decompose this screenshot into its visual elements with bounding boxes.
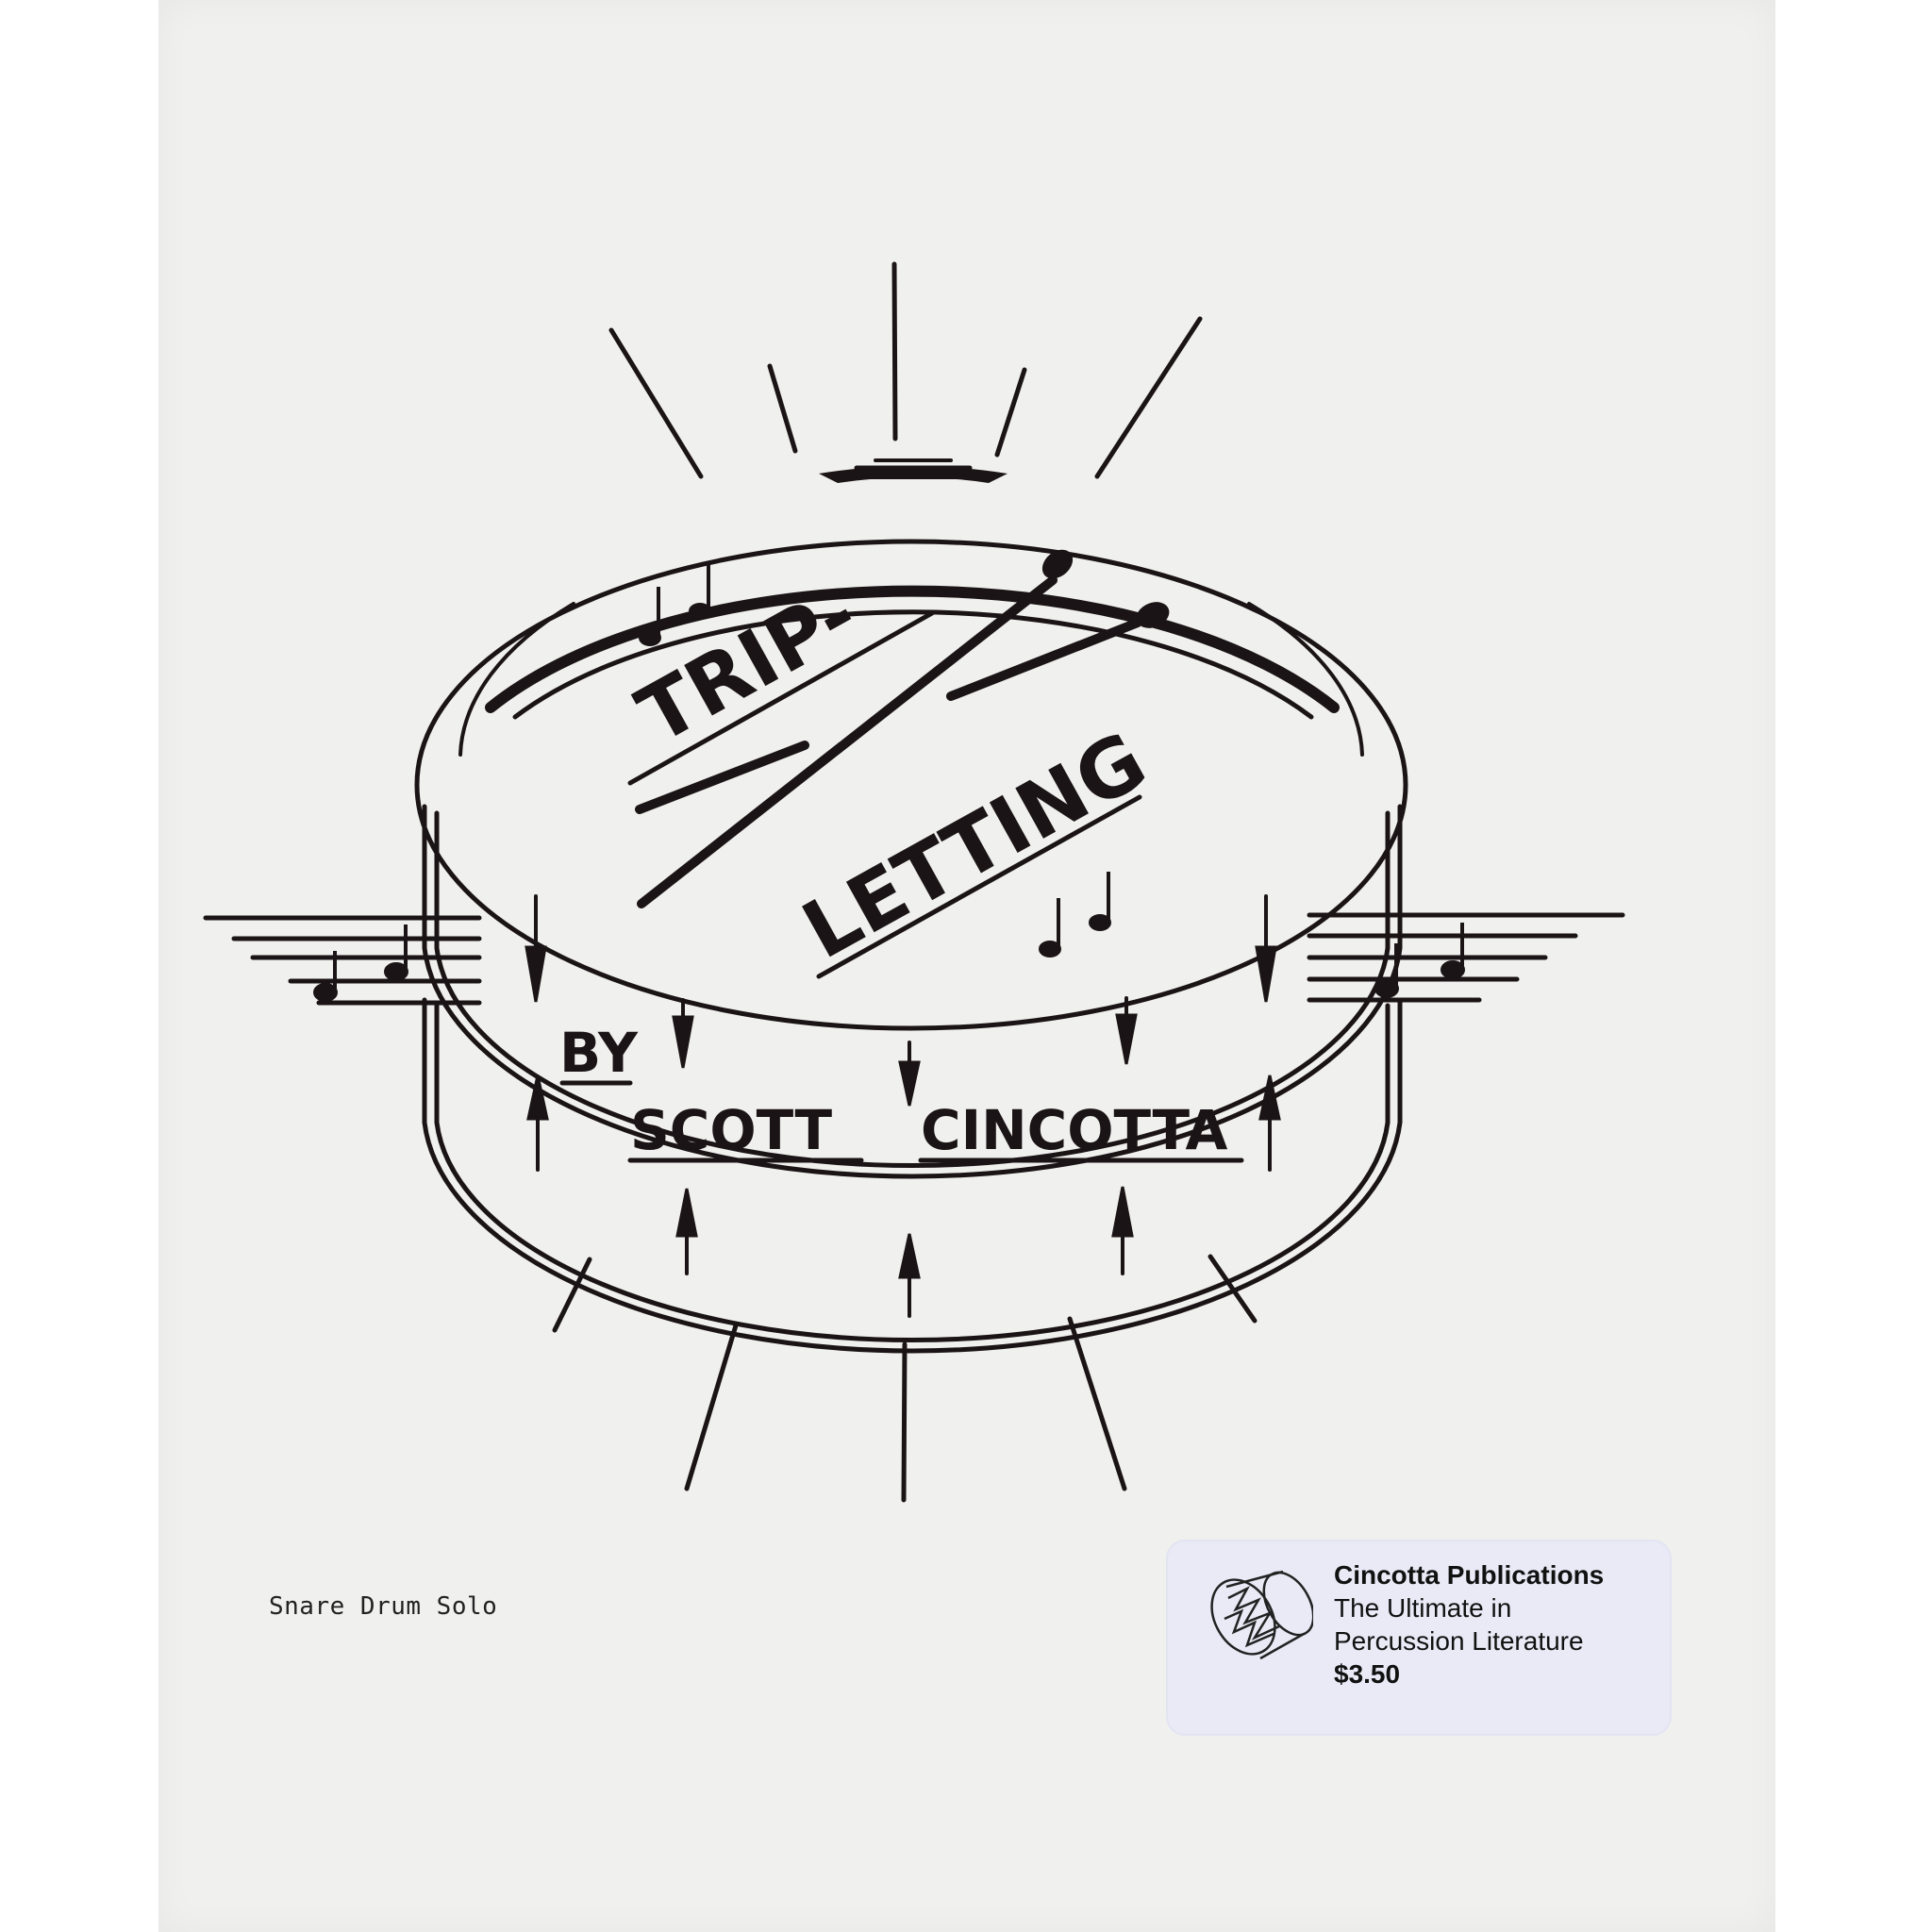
title-underlines [559,610,1244,1163]
drum-top [414,458,1408,1031]
tagline-line-1: The Ultimate in [1334,1593,1512,1623]
cover-illustration: TRIP- LETTING BY SCOTT CINCOTTA [158,0,1775,1932]
tagline-line-2: Percussion Literature [1334,1626,1584,1656]
author-first-name: SCOTT [630,1098,833,1162]
drum-shell [422,804,1403,1354]
left-speed-lines [203,915,482,1006]
publisher-name: Cincotta Publications [1334,1560,1605,1590]
music-notes [313,562,1465,1002]
piece-subtitle: Snare Drum Solo [269,1592,498,1621]
sticker-text: Cincotta Publications The Ultimate in Pe… [1334,1558,1604,1690]
author-last-name: CINCOTTA [921,1098,1228,1162]
publisher-sticker: Cincotta Publications The Ultimate in Pe… [1168,1541,1670,1734]
by-label: BY [559,1021,639,1085]
drum-icon [1198,1560,1315,1675]
title-line-2: LETTING [788,714,1161,977]
burst-rays [552,261,1257,1503]
right-speed-lines [1307,912,1625,1003]
drum-sticks [635,575,1142,908]
lug-rods [534,894,1272,1318]
price: $3.50 [1334,1659,1401,1689]
